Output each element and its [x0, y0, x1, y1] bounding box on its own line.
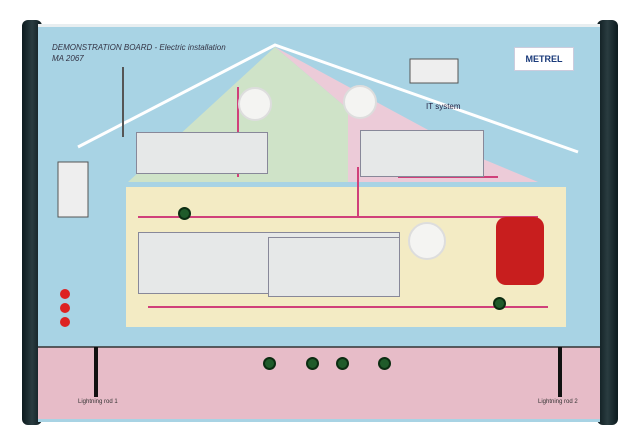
indicator-lamp-1 [60, 289, 70, 299]
test-jack[interactable] [378, 357, 391, 370]
metrel-logo: METREL [514, 47, 574, 71]
socket-2[interactable] [343, 85, 377, 119]
demonstration-board: DEMONSTRATION BOARD - Electric installat… [38, 24, 600, 422]
logo-text: METREL [525, 54, 563, 64]
lightning-rod-1-label: Lightning rod 1 [78, 399, 118, 405]
test-jack[interactable] [336, 357, 349, 370]
test-jack[interactable] [263, 357, 276, 370]
distribution-board-attic-right [360, 130, 484, 177]
distribution-board-attic-left [136, 132, 268, 174]
left-frame-bar [22, 20, 42, 425]
test-jack[interactable] [493, 297, 506, 310]
it-system-label: IT system [426, 102, 461, 111]
indicator-lamp-3 [60, 317, 70, 327]
socket-1[interactable] [238, 87, 272, 121]
test-jack[interactable] [178, 207, 191, 220]
breaker-panel [268, 237, 400, 297]
indicator-lamp-2 [60, 303, 70, 313]
socket-3[interactable] [408, 222, 446, 260]
board-title: DEMONSTRATION BOARD - Electric installat… [52, 43, 226, 52]
industrial-socket[interactable] [496, 217, 544, 285]
lightning-rod-2-label: Lightning rod 2 [538, 399, 578, 405]
board-model: MA 2067 [52, 54, 84, 63]
phone-jack-box [57, 161, 89, 218]
test-jack[interactable] [306, 357, 319, 370]
roof-line [77, 43, 579, 154]
right-frame-bar [597, 20, 618, 425]
ground-area [38, 347, 600, 419]
chimney [409, 58, 459, 84]
